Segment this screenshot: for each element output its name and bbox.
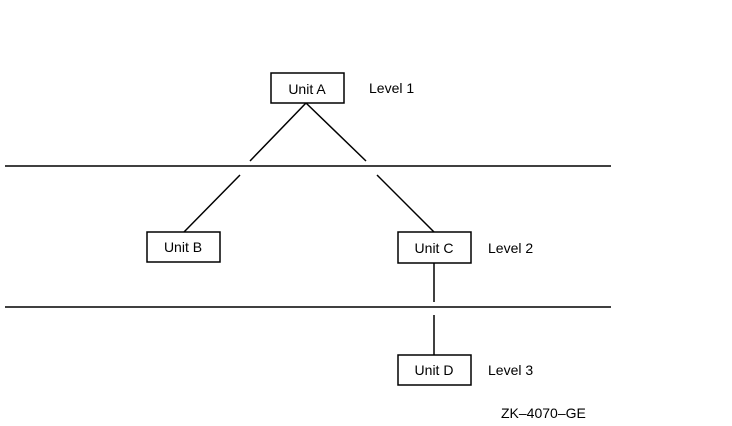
unit-d-node: Unit D [397,354,472,386]
unit-b-node: Unit B [146,231,221,263]
unit-b-label: Unit B [164,239,202,255]
level-1-label: Level 1 [369,80,414,96]
unit-a-box [270,72,345,104]
connector-c [376,174,435,233]
connector-a-left [249,102,307,162]
unit-d-box [397,354,472,386]
connector-a-right [305,102,367,162]
unit-a-node: Unit A [270,72,345,104]
unit-c-box [397,231,472,264]
level-2-label: Level 2 [488,240,533,256]
unit-b-box [146,231,221,263]
unit-c-node: Unit C [397,231,472,264]
connector-b [183,174,241,233]
level-3-label: Level 3 [488,362,533,378]
unit-a-label: Unit A [288,81,326,97]
figure-id: ZK–4070–GE [501,405,586,421]
unit-d-label: Unit D [415,362,454,378]
unit-c-label: Unit C [415,240,454,256]
